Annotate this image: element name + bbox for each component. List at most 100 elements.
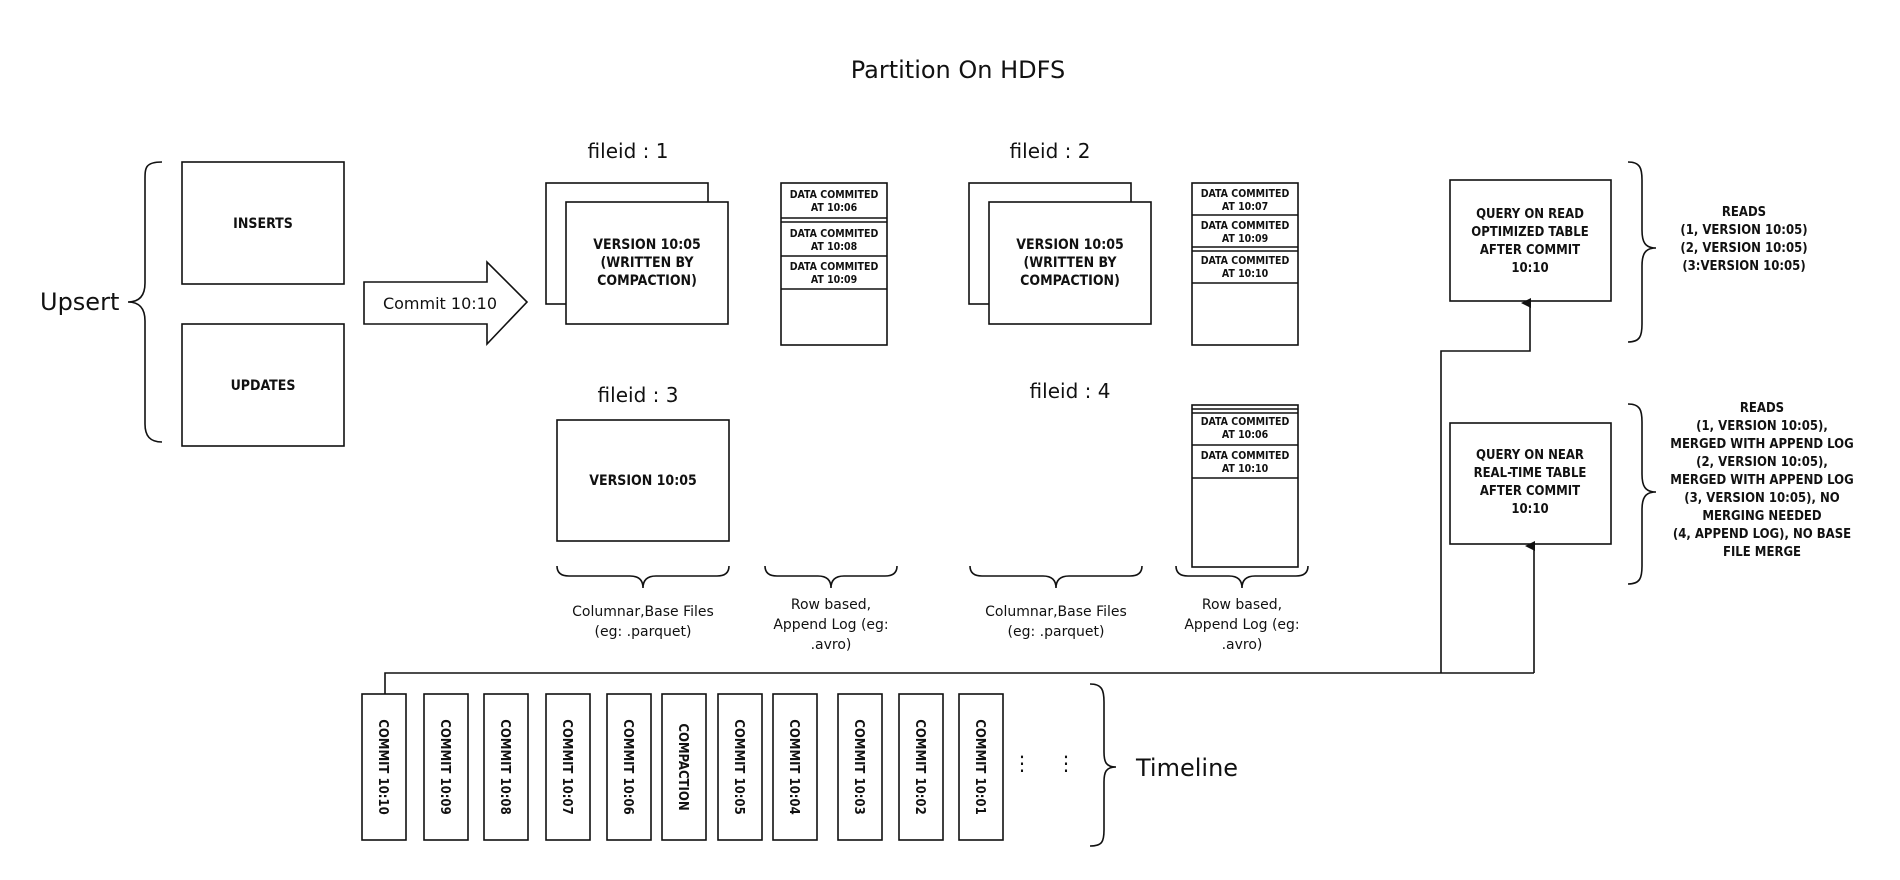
fileid-2-base-file (988, 201, 1152, 325)
timeline-ellipsis: ⋮ (1012, 751, 1032, 775)
timeline-commit-label: COMMIT 10:10 (375, 719, 390, 814)
svg-text:READS: READS (1722, 205, 1766, 220)
inserts-label: INSERTS (233, 216, 293, 232)
svg-text:Append Log (eg:: Append Log (eg: (773, 617, 888, 633)
log-entry: AT 10:10 (1222, 463, 1269, 475)
fileid-2-base-text: VERSION 10:05 (WRITTEN BY COMPACTION) (1016, 237, 1124, 289)
timeline-commit-label: COMMIT 10:06 (620, 719, 635, 814)
query-realtime-text: QUERY ON NEAR REAL-TIME TABLE AFTER COMM… (1474, 448, 1587, 517)
rowbased-label-2: Row based, Append Log (eg: .avro) (1184, 597, 1299, 653)
timeline-commit-box (483, 693, 529, 841)
svg-text:(3, VERSION 10:05), NO: (3, VERSION 10:05), NO (1684, 491, 1839, 506)
timeline-commit-box (958, 693, 1004, 841)
svg-text:FILE MERGE: FILE MERGE (1723, 545, 1801, 560)
rowbased-label-1: Row based, Append Log (eg: .avro) (773, 597, 888, 653)
fileid-3-base-text: VERSION 10:05 (589, 473, 697, 489)
log-entry: AT 10:06 (811, 202, 858, 214)
log-entry: AT 10:09 (811, 274, 857, 286)
svg-text:(3:VERSION 10:05): (3:VERSION 10:05) (1682, 259, 1805, 274)
fileid-1-label: fileid : 1 (588, 139, 669, 163)
timeline-connector (384, 672, 1534, 694)
timeline-commit-label: COMMIT 10:05 (731, 719, 746, 814)
commit-arrow (363, 260, 529, 346)
svg-text:.avro): .avro) (1222, 637, 1263, 653)
timeline-commit-label: COMMIT 10:02 (912, 719, 927, 814)
svg-text:(WRITTEN BY: (WRITTEN BY (1023, 255, 1117, 271)
timeline-commit-label: COMMIT 10:03 (851, 719, 866, 814)
svg-text:10:10: 10:10 (1511, 261, 1548, 276)
updates-box (181, 323, 345, 447)
reads-brace-1 (1627, 161, 1657, 343)
svg-text:COMPACTION): COMPACTION) (1020, 273, 1120, 289)
upsert-brace (127, 161, 163, 443)
timeline-commit-box (545, 693, 591, 841)
query-read-optimized-box (1449, 179, 1612, 302)
timeline-commit-box (717, 693, 763, 841)
svg-text:VERSION 10:05: VERSION 10:05 (593, 237, 701, 253)
svg-text:(1, VERSION 10:05): (1, VERSION 10:05) (1680, 223, 1807, 238)
timeline-commit-box (772, 693, 818, 841)
svg-text:REAL-TIME TABLE: REAL-TIME TABLE (1474, 466, 1587, 481)
connector-read-optimized (1440, 298, 1531, 673)
svg-text:VERSION 10:05: VERSION 10:05 (1016, 237, 1124, 253)
rowbased-brace-1 (764, 565, 898, 589)
timeline-commit-label: COMMIT 10:07 (559, 719, 574, 814)
svg-text:MERGING NEEDED: MERGING NEEDED (1702, 509, 1822, 524)
svg-text:(eg: .parquet): (eg: .parquet) (595, 624, 692, 640)
svg-text:MERGED WITH APPEND LOG: MERGED WITH APPEND LOG (1670, 473, 1853, 488)
timeline-commit-box (898, 693, 944, 841)
log-entry: DATA COMMITED (1201, 450, 1290, 462)
timeline-commit-label: COMMIT 10:09 (437, 719, 452, 814)
columnar-label-2: Columnar,Base Files (eg: .parquet) (985, 604, 1127, 640)
svg-text:(4, APPEND LOG), NO BASE: (4, APPEND LOG), NO BASE (1673, 527, 1851, 542)
timeline-commit-box (361, 693, 407, 841)
timeline-commit-box (606, 693, 652, 841)
svg-text:(1, VERSION 10:05),: (1, VERSION 10:05), (1696, 419, 1828, 434)
svg-text:.avro): .avro) (811, 637, 852, 653)
fileid-2-log-file (1191, 182, 1299, 346)
commit-arrow-label: Commit 10:10 (383, 294, 497, 313)
columnar-brace-2 (969, 565, 1143, 589)
log-entry: DATA COMMITED (1201, 255, 1290, 267)
query-realtime-box (1449, 422, 1612, 545)
svg-text:Append Log (eg:: Append Log (eg: (1184, 617, 1299, 633)
svg-text:(WRITTEN BY: (WRITTEN BY (600, 255, 694, 271)
fileid-1-log-file (780, 182, 888, 346)
svg-text:OPTIMIZED TABLE: OPTIMIZED TABLE (1471, 225, 1588, 240)
fileid-2-label: fileid : 2 (1010, 139, 1091, 163)
fileid-1-base-file (565, 201, 729, 325)
svg-text:(eg: .parquet): (eg: .parquet) (1008, 624, 1105, 640)
timeline-commits: COMMIT 10:10 COMMIT 10:09 COMMIT 10:08 COMM… (361, 693, 1004, 841)
timeline-brace (1089, 683, 1117, 847)
fileid-3-label: fileid : 3 (598, 383, 679, 407)
svg-text:Columnar,Base Files: Columnar,Base Files (985, 604, 1127, 620)
reads-text-1: READS (1, VERSION 10:05) (2, VERSION 10:… (1680, 205, 1807, 274)
log-entry: DATA COMMITED (1201, 188, 1290, 200)
svg-text:QUERY ON NEAR: QUERY ON NEAR (1476, 448, 1584, 463)
svg-text:AFTER COMMIT: AFTER COMMIT (1480, 484, 1580, 499)
updates-label: UPDATES (231, 378, 296, 394)
timeline-commit-label: COMMIT 10:01 (972, 719, 987, 814)
svg-text:Row based,: Row based, (1202, 597, 1282, 613)
inserts-box (181, 161, 345, 285)
diagram-title: Partition On HDFS (851, 56, 1066, 84)
svg-text:10:10: 10:10 (1511, 502, 1548, 517)
columnar-brace-1 (556, 565, 730, 589)
log-entry: AT 10:10 (1222, 268, 1269, 280)
log-entry: AT 10:07 (1222, 201, 1268, 213)
log-entry: DATA COMMITED (1201, 220, 1290, 232)
fileid-3-base-file (556, 419, 730, 542)
timeline-commit-label: COMMIT 10:08 (497, 719, 512, 814)
fileid-4-label: fileid : 4 (1030, 379, 1111, 403)
svg-text:Columnar,Base Files: Columnar,Base Files (572, 604, 714, 620)
timeline-commit-box (423, 693, 469, 841)
log-entry: DATA COMMITED (1201, 416, 1290, 428)
query-read-optimized-text: QUERY ON READ OPTIMIZED TABLE AFTER COMM… (1471, 207, 1588, 276)
columnar-label-1: Columnar,Base Files (eg: .parquet) (572, 604, 714, 640)
svg-text:MERGED WITH APPEND LOG: MERGED WITH APPEND LOG (1670, 437, 1853, 452)
svg-text:(2, VERSION 10:05): (2, VERSION 10:05) (1680, 241, 1807, 256)
reads-text-2: READS (1, VERSION 10:05), MERGED WITH AP… (1670, 401, 1853, 560)
log-entry: DATA COMMITED (790, 189, 879, 201)
timeline-commit-label: COMPACTION (675, 723, 690, 810)
